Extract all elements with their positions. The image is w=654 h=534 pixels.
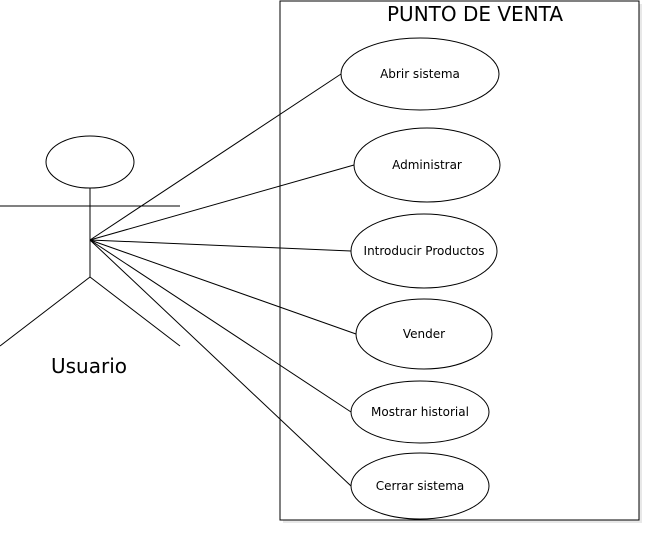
use-case-shape bbox=[350, 380, 490, 444]
system-title: PUNTO DE VENTA bbox=[387, 2, 563, 26]
use-case-shape bbox=[340, 37, 500, 111]
actor-label: Usuario bbox=[51, 354, 127, 378]
association-cerrar-sistema bbox=[89, 239, 352, 487]
use-case-administrar[interactable]: Administrar bbox=[353, 127, 501, 203]
actor-left-leg bbox=[0, 276, 91, 347]
use-case-shape bbox=[355, 298, 493, 370]
use-case-introducir-productos[interactable]: Introducir Productos bbox=[350, 213, 498, 289]
use-case-abrir-sistema[interactable]: Abrir sistema bbox=[340, 37, 500, 111]
use-case-shape bbox=[353, 127, 501, 203]
use-case-label: Abrir sistema bbox=[380, 67, 460, 81]
actor-head bbox=[45, 135, 135, 189]
use-case-label: Cerrar sistema bbox=[376, 479, 465, 493]
actor-usuario[interactable]: Usuario bbox=[0, 135, 181, 378]
use-case-shape bbox=[350, 452, 490, 520]
association-introducir-productos bbox=[89, 239, 352, 252]
use-case-label: Vender bbox=[403, 327, 445, 341]
use-case-label: Introducir Productos bbox=[364, 244, 485, 258]
associations bbox=[89, 73, 357, 487]
association-mostrar-historial bbox=[89, 239, 352, 413]
actor-right-leg bbox=[89, 276, 181, 347]
use-case-cerrar-sistema[interactable]: Cerrar sistema bbox=[350, 452, 490, 520]
use-case-label: Mostrar historial bbox=[371, 405, 469, 419]
use-case-label: Administrar bbox=[392, 158, 462, 172]
use-case-vender[interactable]: Vender bbox=[355, 298, 493, 370]
association-abrir-sistema bbox=[89, 73, 342, 241]
use-case-mostrar-historial[interactable]: Mostrar historial bbox=[350, 380, 490, 444]
association-vender bbox=[89, 239, 357, 335]
use-case-shape bbox=[350, 213, 498, 289]
association-administrar bbox=[89, 164, 355, 241]
